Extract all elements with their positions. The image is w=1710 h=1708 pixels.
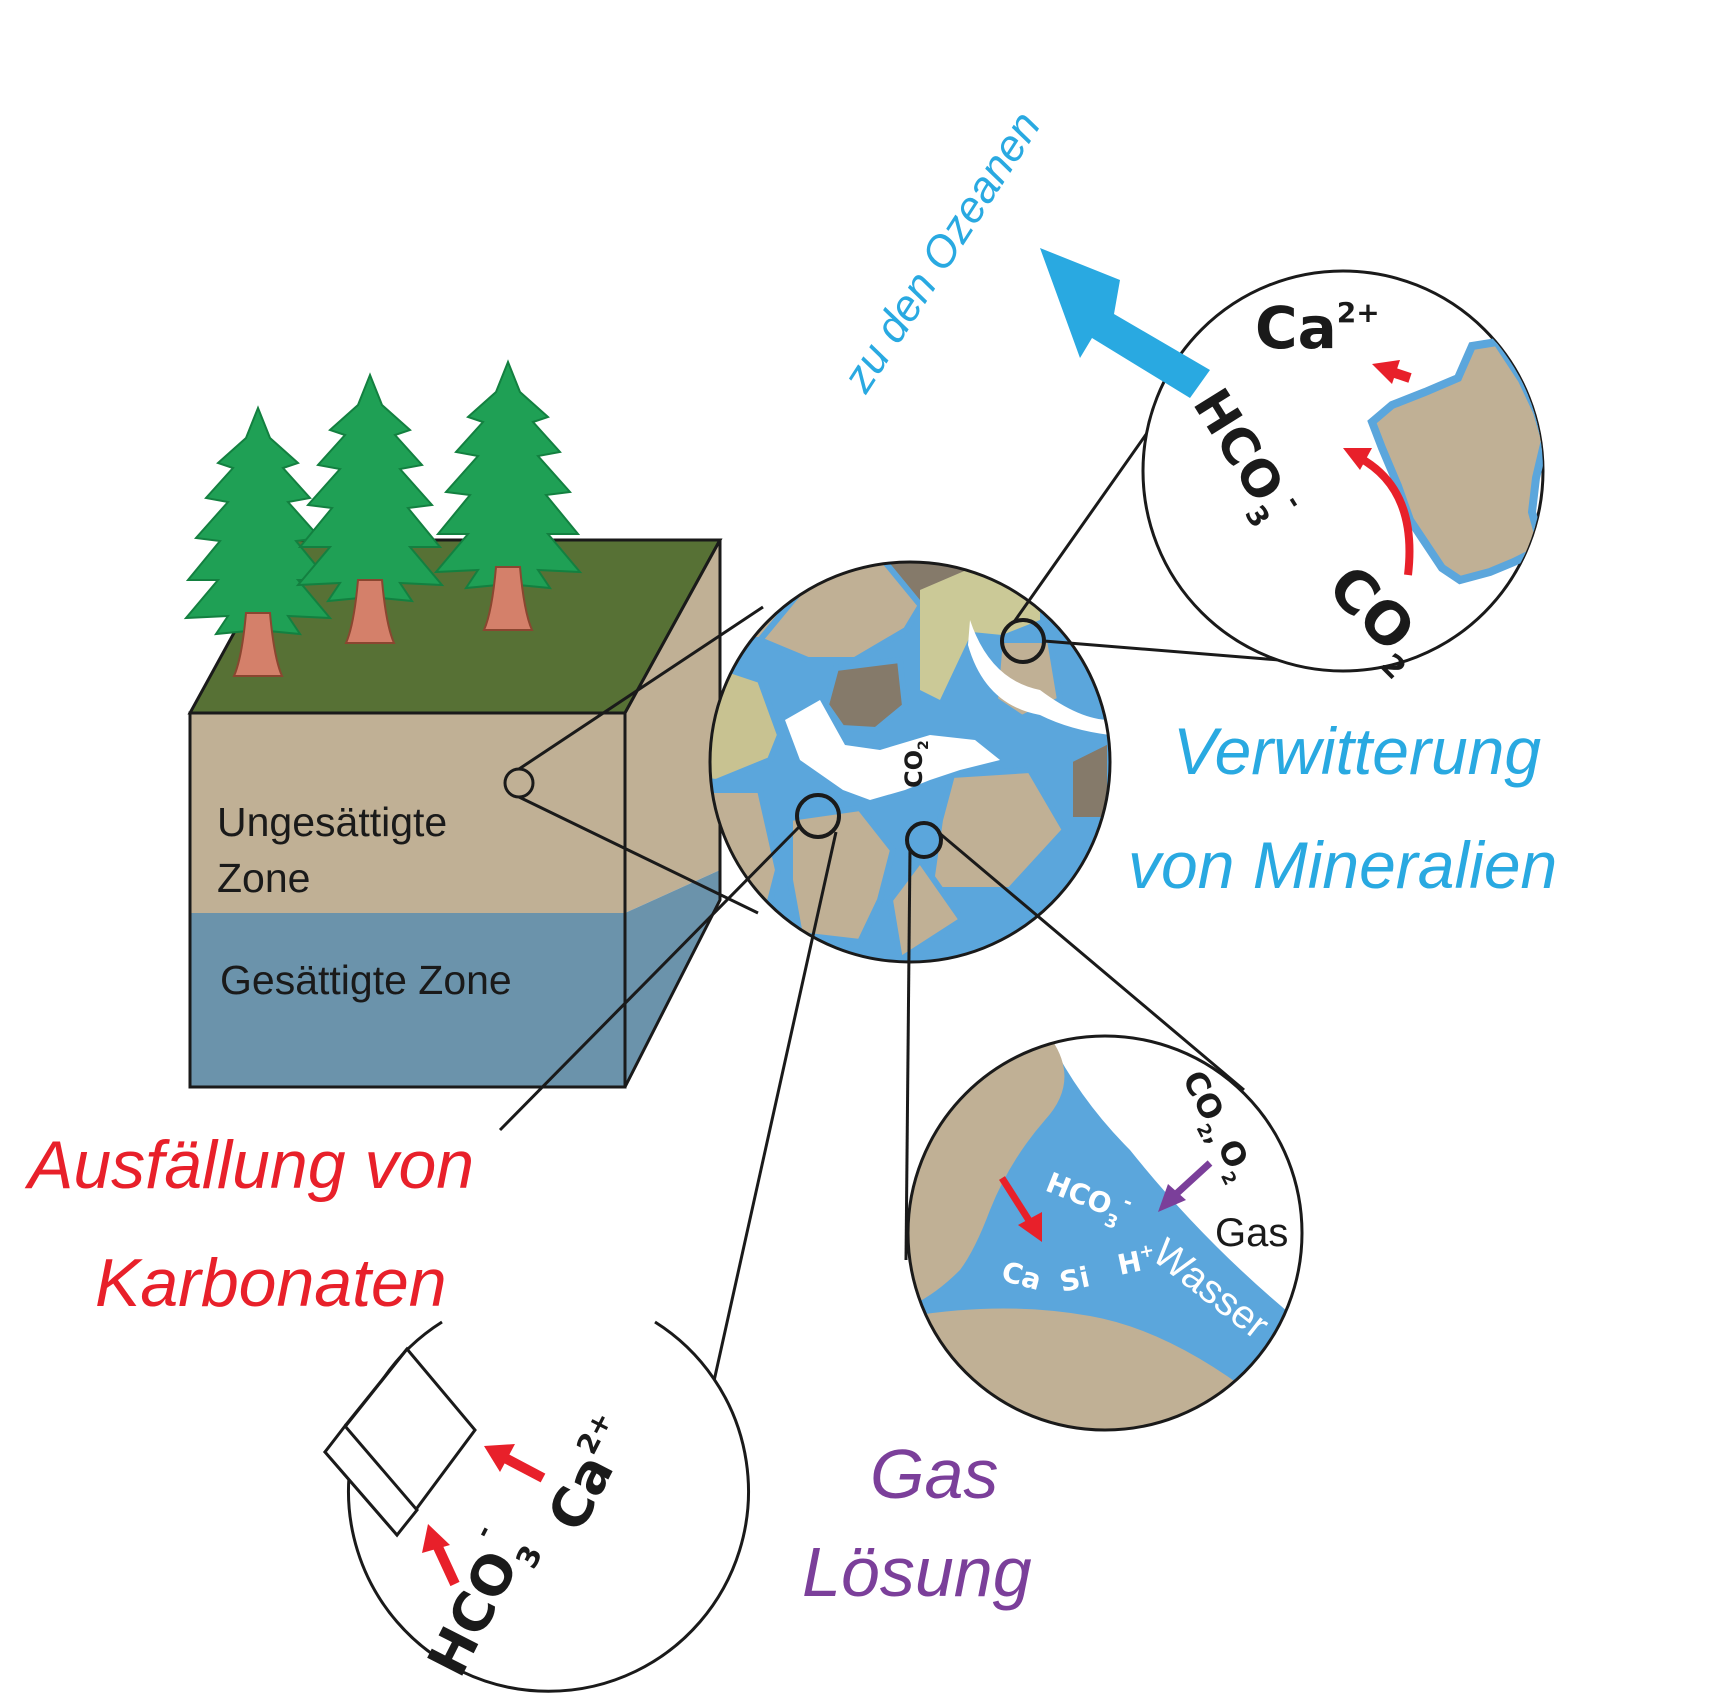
- zoom-line: [904, 847, 912, 1261]
- weathering-arrow-ca: [1393, 368, 1412, 383]
- gas-h-label: H+: [1114, 1240, 1159, 1282]
- gas-solution-circle: CO2,O2 Gas HCO3- Ca Si H+ Wasser: [906, 1034, 1304, 1432]
- block-side-soil: [625, 540, 720, 913]
- trees: [185, 361, 581, 677]
- zoom-line: [518, 605, 764, 771]
- weathering-arrow-co2: [1358, 454, 1414, 576]
- calcite-crystal-icon: [323, 1346, 477, 1538]
- saturated-zone-label: Gesättigte Zone: [220, 957, 512, 1003]
- precipitation-arrow-ca: [502, 1453, 546, 1483]
- to-oceans-arrow: [1040, 248, 1210, 398]
- pore-detail-marker-gas: [905, 821, 943, 859]
- gas-dissolution-arrow: [1172, 1160, 1213, 1198]
- pore-detail-marker-precipitation: [795, 793, 841, 839]
- to-oceans-label: zu den Ozeanen: [833, 103, 1051, 401]
- gas-si-label: Si: [1057, 1260, 1093, 1298]
- pore-co2-label: CO2: [900, 740, 932, 788]
- zoom-line: [518, 795, 759, 915]
- precipitation-arrow-hco3: [432, 1542, 460, 1587]
- zoom-line: [498, 824, 802, 1132]
- precipitation-circle: HCO3- Ca2+: [323, 1320, 750, 1693]
- block-side-water: [625, 870, 720, 1087]
- block-front-water: [190, 913, 625, 1087]
- weathering-circle: Ca2+ HCO3- CO2: [1141, 269, 1545, 687]
- mineral-dissolution-arrow: [999, 1176, 1033, 1224]
- weathering-ca-label: Ca2+: [1255, 294, 1380, 362]
- gas-label: Gas: [1215, 1211, 1288, 1255]
- zoom-line: [937, 830, 1245, 1092]
- zoom-line: [690, 831, 838, 1481]
